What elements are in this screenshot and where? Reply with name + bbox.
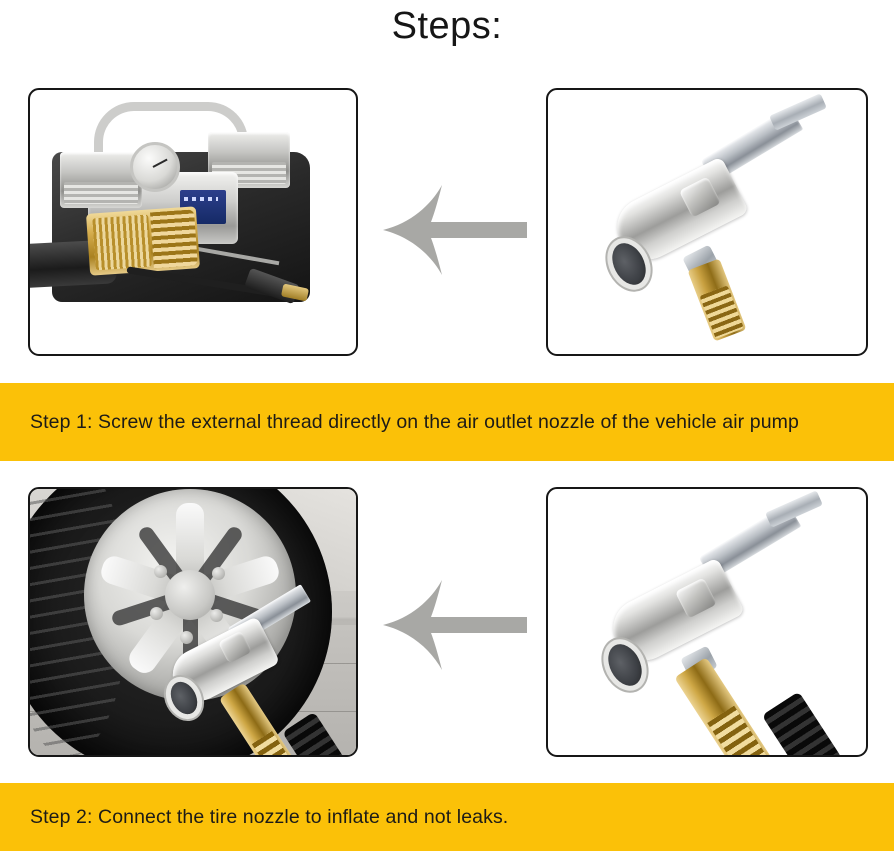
page-title: Steps: — [391, 5, 503, 47]
air-hose-shape — [761, 691, 843, 755]
alloy-wheel-shape — [84, 489, 296, 701]
tire-shape — [30, 489, 332, 755]
brass-fitting-shape — [674, 656, 776, 755]
tire-chuck-hose-photo — [548, 489, 866, 755]
wheel-lug-nut — [212, 567, 225, 580]
step-2-caption-text: Step 2: Connect the tire nozzle to infla… — [30, 805, 509, 828]
air-pump-photo — [30, 90, 356, 354]
left-arrow-icon — [383, 185, 527, 275]
step-1-arrow — [375, 175, 530, 285]
left-arrow-icon — [383, 580, 527, 670]
wheel-lug-nut — [180, 631, 193, 644]
tire-scene-photo — [30, 489, 356, 755]
tire-chuck-photo — [548, 90, 866, 354]
step-1-caption-banner: Step 1: Screw the external thread direct… — [0, 383, 894, 461]
step-1-image-right-frame: Chrome tire inflator chuck with lock lev… — [546, 88, 868, 356]
step-2-arrow — [375, 570, 530, 680]
step-2-image-right-frame: Chrome tire inflator chuck attached to a… — [546, 487, 868, 757]
chuck-brass-thread-shape — [687, 258, 747, 342]
step-1-image-left-frame: Silver and black portable vehicle air co… — [28, 88, 358, 356]
wheel-lug-nut — [150, 607, 163, 620]
step-1-caption-text: Step 1: Screw the external thread direct… — [30, 410, 799, 433]
step-2-caption-banner: Step 2: Connect the tire nozzle to infla… — [0, 783, 894, 851]
step-2-image-left-frame: Car tire with silver alloy wheel, chrome… — [28, 487, 358, 757]
brass-adapter-shape — [85, 206, 201, 276]
wheel-hub-shape — [165, 570, 215, 620]
pressure-gauge-shape — [130, 142, 180, 192]
wheel-lug-nut — [210, 609, 223, 622]
wheel-lug-nut — [154, 565, 167, 578]
compressor-cylinder-left-shape — [60, 152, 142, 208]
